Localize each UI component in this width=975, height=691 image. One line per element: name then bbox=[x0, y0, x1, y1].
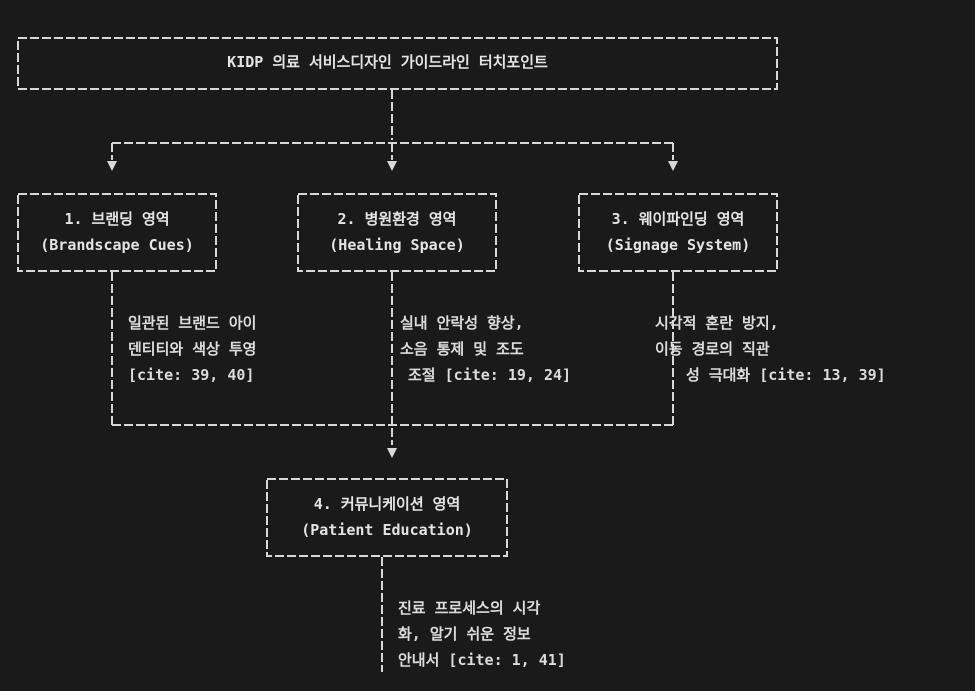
box-2-subtitle: (Healing Space) bbox=[329, 236, 465, 254]
desc-2-line-1: 실내 안락성 향상, bbox=[400, 314, 524, 332]
box-1-frame bbox=[17, 193, 217, 272]
box-2-title: 2. 병원환경 영역 bbox=[337, 210, 457, 228]
desc-3-line-1: 시각적 혼란 방지, bbox=[655, 314, 779, 332]
desc-1-line-3: [cite: 39, 40] bbox=[128, 366, 255, 384]
box-3-subtitle: (Signage System) bbox=[605, 236, 751, 254]
desc-3-line-3: 성 극대화 [cite: 13, 39] bbox=[686, 366, 886, 384]
desc-2-line-2: 소음 통제 및 조도 bbox=[400, 340, 524, 358]
arrow-box2 bbox=[387, 161, 397, 171]
box-4-title: 4. 커뮤니케이션 영역 bbox=[313, 495, 461, 513]
desc-2-line-3: 조절 [cite: 19, 24] bbox=[408, 366, 572, 384]
desc-1-line-2: 덴티티와 색상 투영 bbox=[128, 340, 257, 358]
box-4-frame bbox=[266, 478, 508, 557]
arrow-box4 bbox=[387, 448, 397, 458]
box-4-subtitle: (Patient Education) bbox=[301, 521, 473, 539]
box-3-title: 3. 웨이파인딩 영역 bbox=[611, 210, 745, 228]
desc-3-line-2: 이동 경로의 직관 bbox=[655, 340, 770, 358]
diagram-title: KIDP 의료 서비스디자인 가이드라인 터치포인트 bbox=[227, 53, 548, 71]
arrow-box1 bbox=[107, 161, 117, 171]
arrow-box3 bbox=[668, 161, 678, 171]
desc-4-line-1: 진료 프로세스의 시각 bbox=[398, 599, 541, 617]
desc-1-line-1: 일관된 브랜드 아이 bbox=[128, 314, 257, 332]
box-1-title: 1. 브랜딩 영역 bbox=[64, 210, 170, 228]
box-3-frame bbox=[578, 193, 778, 272]
box-1-subtitle: (Brandscape Cues) bbox=[40, 236, 194, 254]
title-box bbox=[17, 37, 778, 90]
desc-4-line-2: 화, 알기 쉬운 정보 bbox=[398, 625, 531, 643]
box-2-frame bbox=[297, 193, 497, 272]
desc-4-line-3: 안내서 [cite: 1, 41] bbox=[398, 651, 566, 669]
